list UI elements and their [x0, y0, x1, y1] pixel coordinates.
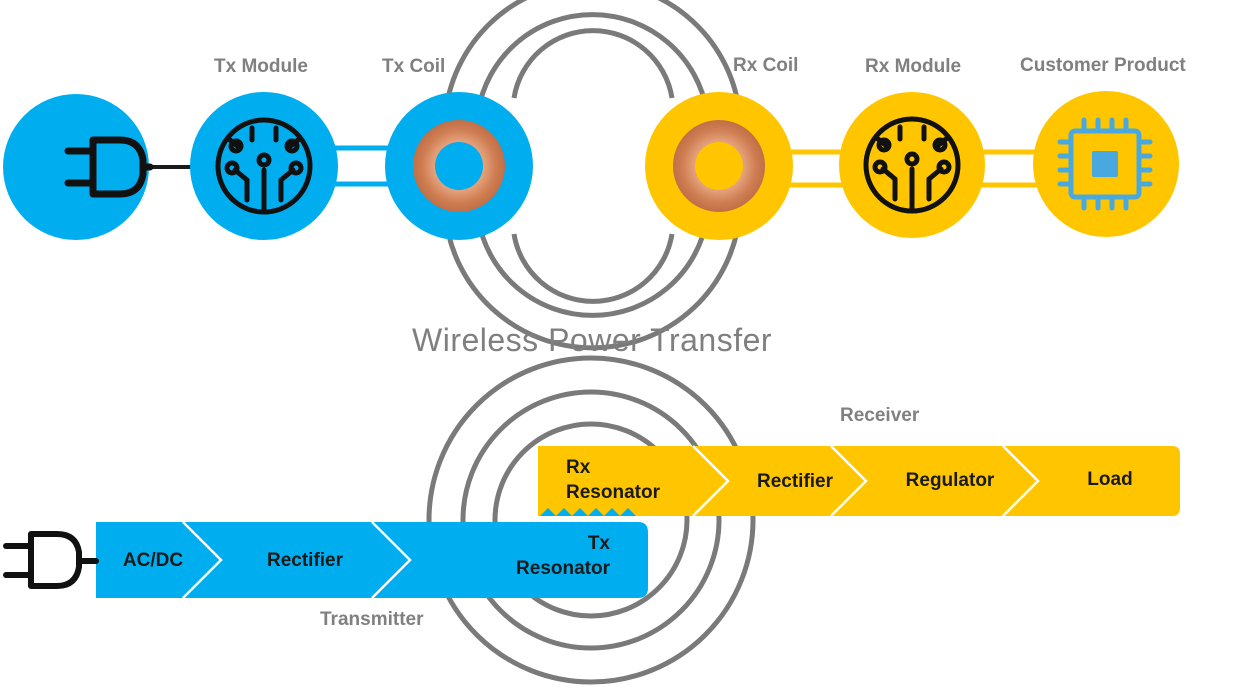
bottom-field-rings	[426, 355, 756, 685]
copper-coil-icon	[413, 120, 505, 212]
rx-module-label: Rx Module	[865, 56, 962, 77]
transmitter-chain	[96, 521, 648, 599]
power-plug-icon	[64, 136, 154, 198]
power-source-node	[3, 94, 154, 240]
tx-coil-label: Tx Coil	[382, 56, 446, 77]
rx-module-node	[839, 92, 985, 238]
receiver-chain	[538, 445, 1180, 517]
customer-product-label: Customer Product	[1020, 55, 1186, 76]
circuit-board-icon	[863, 116, 961, 214]
tx-module-node	[190, 92, 338, 240]
tx-module-label: Tx Module	[214, 56, 308, 77]
rx-coil-node	[645, 92, 793, 240]
rx-coil-label: Rx Coil	[733, 55, 799, 76]
top-connectors	[140, 145, 1040, 188]
tx-resonator-stage: Tx Resonator	[516, 533, 610, 579]
load-stage: Load	[1087, 469, 1133, 490]
microchip-icon	[1057, 117, 1153, 211]
rx-rectifier-stage: Rectifier	[756, 471, 834, 492]
tx-coil-node	[385, 92, 533, 240]
receiver-label: Receiver	[840, 405, 920, 426]
diagram-title: Wireless Power Transfer	[412, 322, 773, 358]
copper-coil-icon	[673, 120, 765, 212]
tx-rectifier-stage: Rectifier	[266, 550, 344, 571]
regulator-stage: Regulator	[905, 470, 995, 491]
customer-product-node	[1033, 91, 1179, 237]
resonance-wave-icon	[540, 508, 636, 516]
power-plug-icon	[3, 531, 99, 589]
acdc-stage: AC/DC	[122, 550, 184, 571]
top-field-arcs	[442, 0, 743, 351]
rx-resonator-stage: Rx Resonator	[566, 457, 660, 503]
circuit-board-icon	[215, 117, 313, 215]
transmitter-label: Transmitter	[320, 609, 424, 630]
transmitter-bar	[96, 522, 648, 598]
